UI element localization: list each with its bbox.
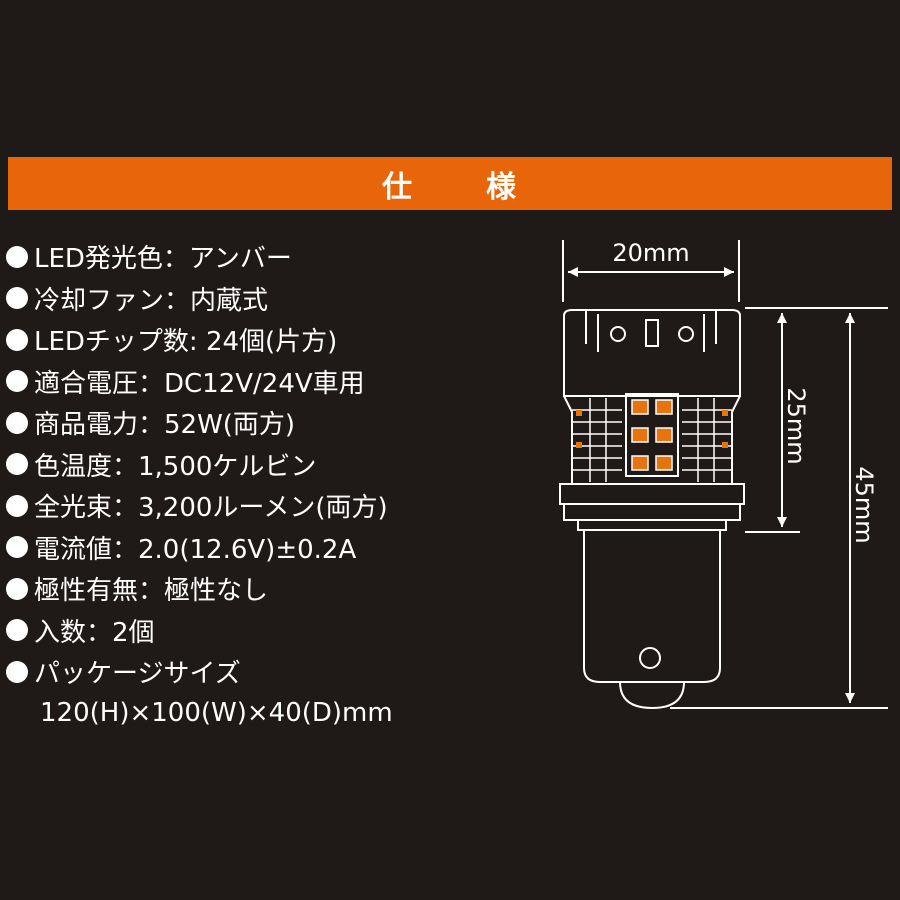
spec-header-char-1: 仕 bbox=[382, 169, 414, 205]
spec-list: LED発光色：アンバー 冷却ファン：内蔵式 LEDチップ数: 24個(片方) 適… bbox=[6, 236, 546, 734]
spec-item-led-color: LED発光色：アンバー bbox=[6, 236, 546, 278]
spec-item-text: 適合電圧：DC12V/24V車用 bbox=[34, 368, 365, 399]
bullet-icon bbox=[6, 287, 28, 310]
head-height-label: 25mm bbox=[782, 387, 810, 464]
spec-header-char-2: 様 bbox=[486, 169, 518, 205]
spec-item-text: LEDチップ数: 24個(片方) bbox=[34, 327, 338, 358]
bullet-icon bbox=[6, 619, 28, 642]
spec-item-cooling-fan: 冷却ファン：内蔵式 bbox=[6, 278, 546, 320]
spec-item-voltage: 適合電圧：DC12V/24V車用 bbox=[6, 361, 546, 403]
spec-item-text: パッケージサイズ bbox=[34, 659, 241, 690]
spec-item-text: 極性有無：極性なし bbox=[34, 576, 269, 607]
spec-item-quantity: 入数：2個 bbox=[6, 610, 546, 652]
spec-item-text: 全光束：3,200ルーメン(両方) bbox=[34, 493, 388, 524]
total-height-label: 45mm bbox=[850, 466, 878, 543]
bulb-dimension-diagram: 20mm 25mm 45mm bbox=[559, 239, 888, 710]
bullet-icon bbox=[6, 370, 28, 393]
bullet-icon bbox=[6, 245, 28, 268]
spec-item-luminous-flux: 全光束：3,200ルーメン(両方) bbox=[6, 485, 546, 527]
spec-item-text: 冷却ファン：内蔵式 bbox=[34, 285, 269, 316]
bullet-icon bbox=[6, 328, 28, 351]
spec-header-banner: 仕 様 bbox=[8, 157, 892, 210]
bullet-icon bbox=[6, 494, 28, 517]
spec-item-led-chips: LEDチップ数: 24個(片方) bbox=[6, 319, 546, 361]
bulb-base bbox=[583, 530, 721, 710]
bullet-icon bbox=[6, 536, 28, 559]
spec-item-power: 商品電力：52W(両方) bbox=[6, 402, 546, 444]
bullet-icon bbox=[6, 411, 28, 434]
spec-item-text: 商品電力：52W(両方) bbox=[34, 410, 296, 441]
heat-sink-marks bbox=[576, 410, 728, 448]
led-chip-array bbox=[631, 399, 673, 471]
spec-item-package-size-value: 120(H)×100(W)×40(D)mm bbox=[40, 698, 393, 729]
width-label: 20mm bbox=[612, 239, 689, 267]
spec-item-text: LED発光色：アンバー bbox=[34, 244, 292, 275]
spec-header-title: 仕 様 bbox=[382, 162, 518, 206]
led-frame bbox=[625, 393, 679, 477]
bullet-icon bbox=[6, 577, 28, 600]
width-dimension bbox=[562, 240, 740, 302]
heat-sink bbox=[572, 398, 732, 482]
bullet-icon bbox=[6, 660, 28, 683]
spec-item-text: 電流値：2.0(12.6V)±0.2A bbox=[34, 534, 357, 565]
spec-item-text: 色温度：1,500ケルビン bbox=[34, 451, 317, 482]
spec-item-current: 電流値：2.0(12.6V)±0.2A bbox=[6, 527, 546, 569]
spec-item-package-size: パッケージサイズ bbox=[6, 651, 546, 693]
bulb-flange bbox=[559, 483, 745, 531]
total-height-dimension bbox=[670, 307, 888, 709]
spec-item-polarity: 極性有無：極性なし bbox=[6, 568, 546, 610]
spec-item-text: 入数：2個 bbox=[34, 617, 155, 648]
spec-item-color-temp: 色温度：1,500ケルビン bbox=[6, 444, 546, 486]
bullet-icon bbox=[6, 453, 28, 476]
